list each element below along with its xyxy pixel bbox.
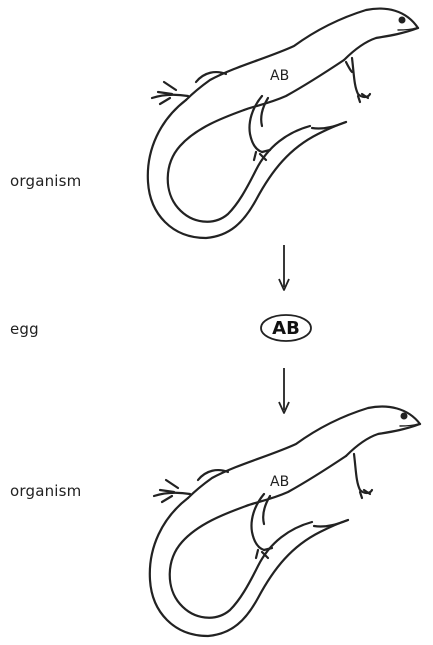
label-egg: egg [10, 320, 39, 338]
genotype-bottom: AB [270, 474, 289, 490]
lizard-top-illustration: AB [0, 0, 433, 250]
genotype-top: AB [270, 68, 289, 84]
arrow-down-icon-1 [277, 243, 291, 293]
genotype-egg: AB [272, 318, 300, 339]
egg-icon: AB [259, 313, 313, 343]
lizard-bottom-illustration: AB [0, 400, 433, 645]
